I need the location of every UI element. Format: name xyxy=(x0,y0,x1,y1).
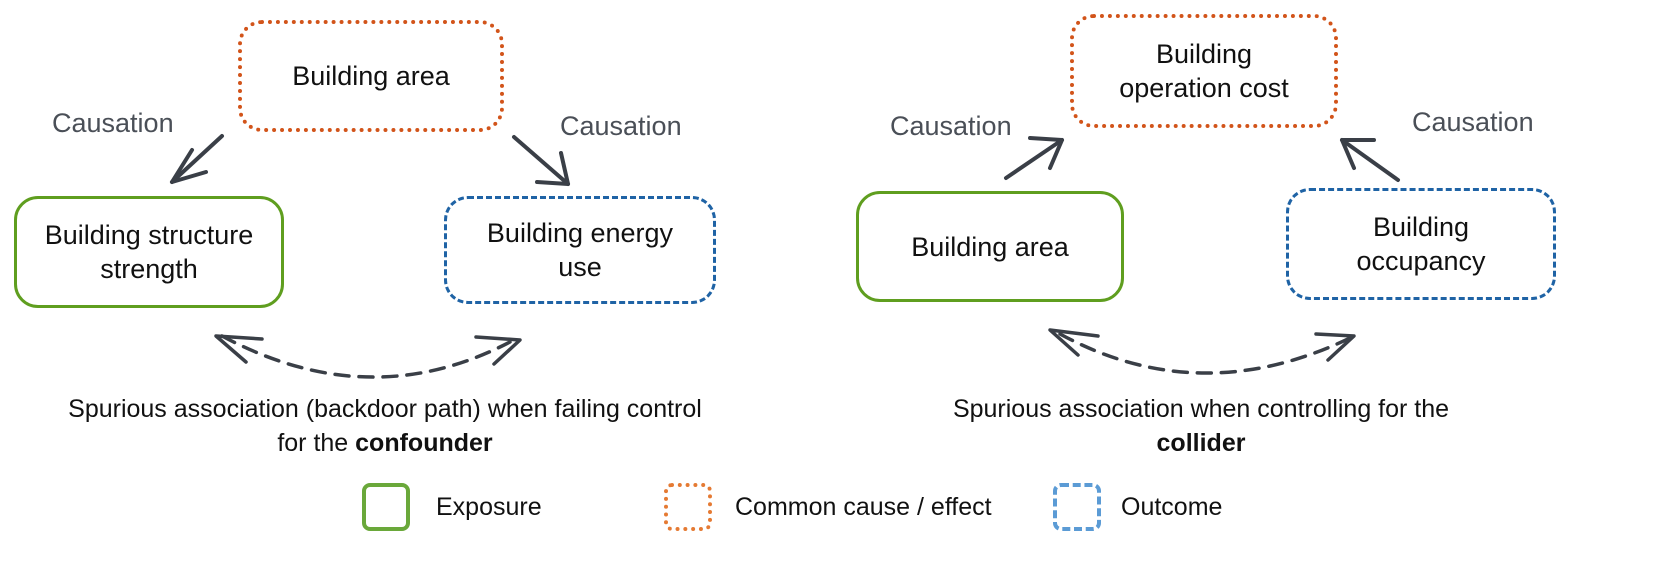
spurious-arrowhead-right-a xyxy=(1048,328,1100,357)
right-exposure-box: Building area xyxy=(856,191,1124,302)
legend-outcome-label: Outcome xyxy=(1121,493,1223,521)
left-outcome-label: Building energy use xyxy=(486,218,674,282)
right-causation-label-2: Causation xyxy=(1412,107,1534,137)
left-exposure-label: Building structure strength xyxy=(44,220,254,284)
causation-arrow-right-1 xyxy=(1004,136,1064,180)
right-caption: Spurious association when controlling fo… xyxy=(916,392,1486,460)
legend-exposure-label: Exposure xyxy=(436,493,542,521)
left-outcome-box: Building energy use xyxy=(444,196,716,304)
right-common-effect-box: Building operation cost xyxy=(1070,14,1338,128)
right-exposure-label: Building area xyxy=(911,231,1069,262)
left-causation-label-1: Causation xyxy=(52,108,174,138)
causation-arrow-left-2 xyxy=(512,135,570,186)
right-causation-label-1: Causation xyxy=(890,111,1012,141)
legend-common-swatch xyxy=(664,483,712,531)
right-outcome-label: Building occupancy xyxy=(1356,212,1486,276)
causation-arrow-right-2 xyxy=(1340,138,1400,182)
right-common-effect-label: Building operation cost xyxy=(1119,39,1289,103)
spurious-arrowhead-right-b xyxy=(1314,332,1356,362)
left-caption-text: Spurious association (backdoor path) whe… xyxy=(68,395,702,457)
left-causation-label-2: Causation xyxy=(560,111,682,141)
right-caption-text: Spurious association when controlling fo… xyxy=(952,395,1450,423)
causation-arrow-left-1 xyxy=(170,134,224,184)
left-common-cause-box: Building area xyxy=(238,20,504,132)
spurious-association-right xyxy=(1058,332,1352,375)
legend-common-label: Common cause / effect xyxy=(735,493,992,521)
right-outcome-box: Building occupancy xyxy=(1286,188,1556,300)
left-caption: Spurious association (backdoor path) whe… xyxy=(60,392,710,460)
spurious-arrowhead-left-a xyxy=(214,334,264,364)
spurious-association-left xyxy=(220,334,512,379)
left-exposure-box: Building structure strength xyxy=(14,196,284,308)
right-caption-bold: collider xyxy=(1156,429,1246,457)
spurious-arrowhead-left-b xyxy=(474,335,522,366)
left-common-cause-label: Building area xyxy=(292,61,450,91)
left-caption-bold: confounder xyxy=(355,429,493,457)
legend-outcome-swatch xyxy=(1053,483,1101,531)
legend-exposure-swatch xyxy=(362,483,410,531)
